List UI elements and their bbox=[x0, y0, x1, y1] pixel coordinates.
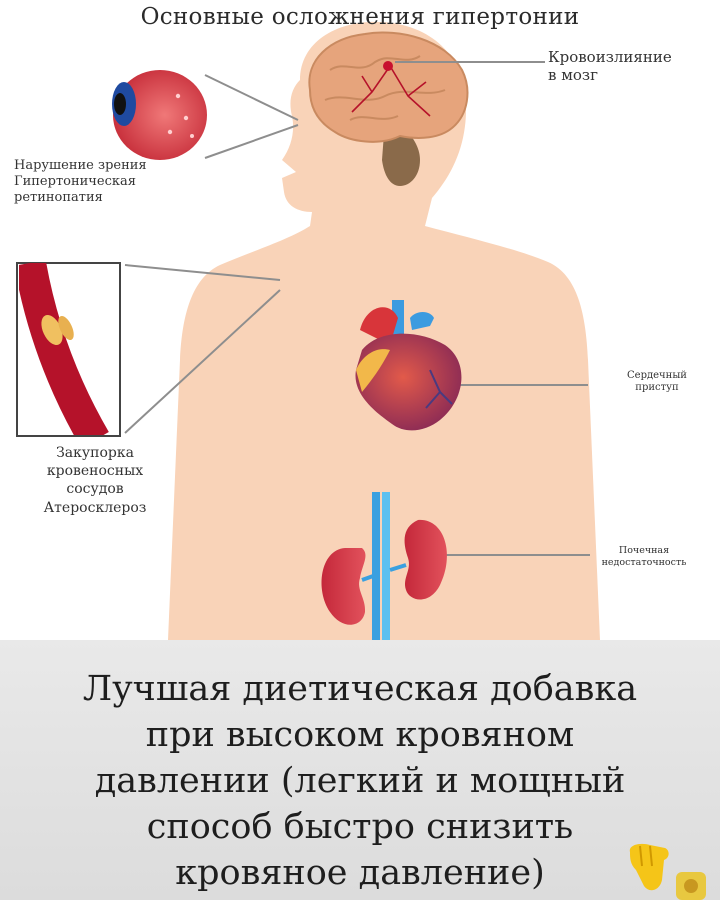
kidney-failure-label: Почечная недостаточность bbox=[601, 545, 687, 568]
caption-line: при высоком кровяном bbox=[145, 715, 575, 755]
kidneys-icon bbox=[321, 492, 447, 640]
caption-line: Лучшая диетическая добавка bbox=[82, 669, 638, 709]
vision-label: Нарушение зрения Гипертоническая ретиноп… bbox=[14, 158, 147, 205]
caption-text: Лучшая диетическая добавка при высоком к… bbox=[10, 666, 710, 896]
diagram-title: Основные осложнения гипертонии bbox=[140, 4, 580, 30]
heart-attack-label: Сердечный приступ bbox=[627, 370, 687, 394]
brain-hemorrhage-label: Кровоизлияние в мозг bbox=[548, 48, 672, 85]
brain-icon bbox=[308, 31, 469, 186]
caption-line: кровяное давление) bbox=[175, 853, 545, 893]
caption-line: способ быстро снизить bbox=[146, 807, 574, 847]
heart-icon bbox=[355, 300, 462, 431]
caption-banner bbox=[0, 640, 720, 900]
caption-line: давлении (легкий и мощный bbox=[94, 761, 626, 801]
vessel-blockage-label: Закупорка кровеносных сосудов Атеросклер… bbox=[43, 445, 147, 516]
eye-icon bbox=[112, 70, 207, 160]
leader-lines bbox=[124, 61, 590, 556]
artery-icon bbox=[16, 262, 121, 437]
